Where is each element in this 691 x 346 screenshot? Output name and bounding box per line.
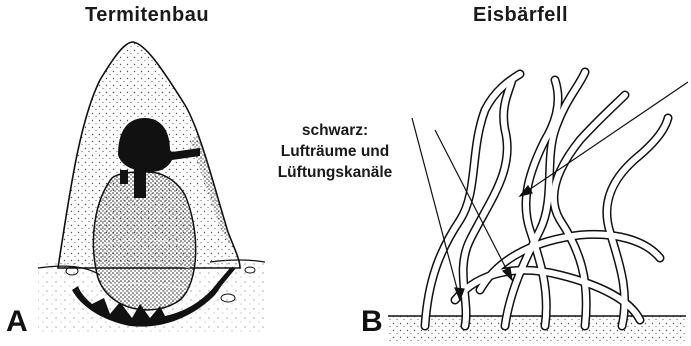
legend-caption: schwarz: Lufträume und Lüftungskanäle xyxy=(265,120,405,183)
hair-strands xyxy=(425,72,668,326)
panel-label-a: A xyxy=(6,305,28,339)
caption-line-2: Lufträume und xyxy=(265,141,405,162)
caption-line-3: Lüftungskanäle xyxy=(265,162,405,183)
panel-label-b: B xyxy=(361,305,383,339)
caption-line-1: schwarz: xyxy=(265,120,405,141)
